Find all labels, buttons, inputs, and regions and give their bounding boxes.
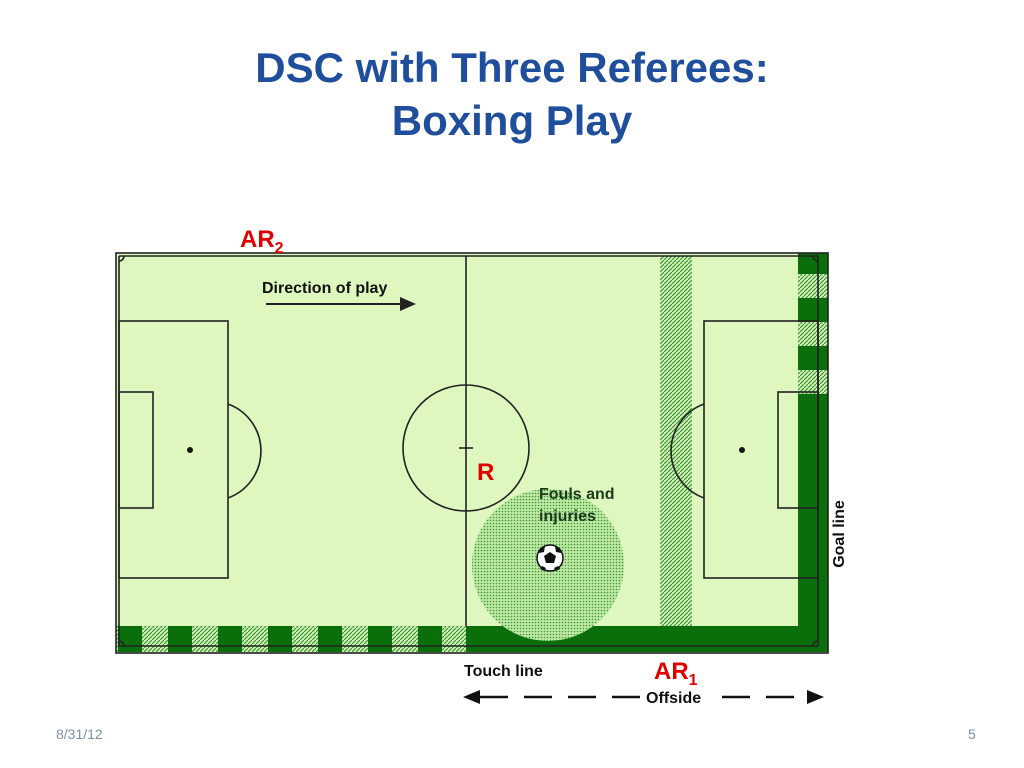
ar1-movement-arrow [463,690,824,704]
touch-line-label: Touch line [464,663,543,680]
soccer-ball-icon [536,544,564,572]
ar1-label: AR1 [654,658,698,689]
touch-line-stripes [116,626,466,652]
referee-label: R [477,459,495,486]
field-background [116,253,828,653]
slide-page-number: 5 [968,726,976,742]
right-penalty-spot [739,447,745,453]
left-penalty-spot [187,447,193,453]
slide-title-line2: Boxing Play [391,97,633,144]
direction-label: Direction of play [262,280,388,297]
ar2-label: AR2 [240,226,284,257]
slide-date: 8/31/12 [56,726,103,742]
field-markings [115,252,829,654]
slide-title-line1: DSC with Three Referees: [255,44,769,91]
offside-band [660,256,692,626]
fouls-label: Fouls and injuries [539,486,615,525]
direction-arrow [266,297,416,311]
offside-label: Offside [646,690,702,707]
goal-line-stripes [798,253,828,652]
goal-line-label: Goal line [831,500,848,568]
